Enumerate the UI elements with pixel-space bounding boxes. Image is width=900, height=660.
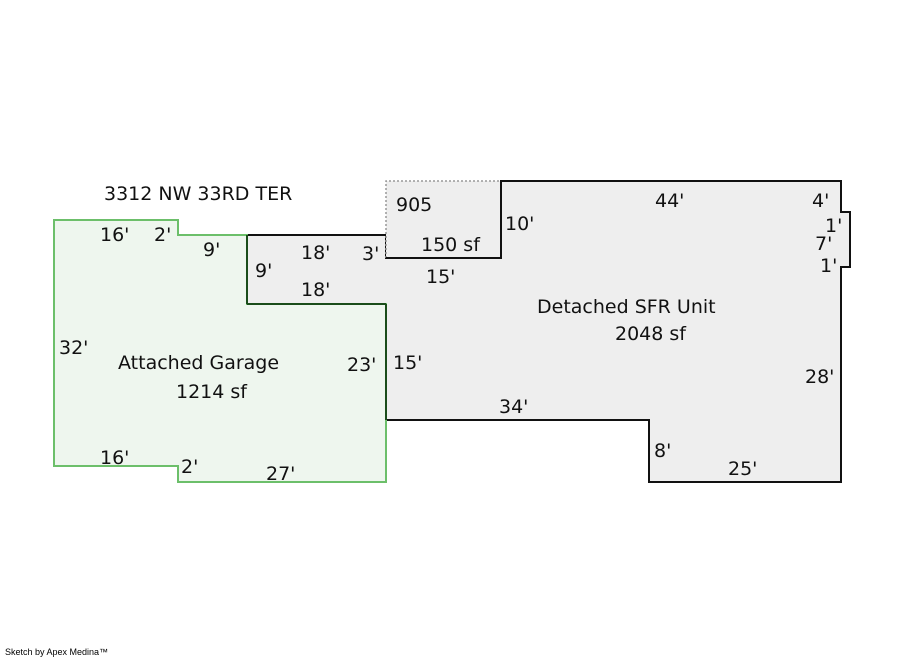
dimension-label: 2' bbox=[181, 456, 198, 478]
sfr-area: 2048 sf bbox=[615, 323, 687, 345]
dimension-label: 23' bbox=[347, 354, 376, 376]
dimension-label: 28' bbox=[805, 366, 834, 388]
footer-credit: Sketch by Apex Medina™ bbox=[5, 647, 109, 657]
sfr-name: Detached SFR Unit bbox=[537, 296, 716, 318]
dimension-label: 8' bbox=[654, 440, 671, 462]
unit-905-area: 150 sf bbox=[421, 234, 481, 256]
garage-area: 1214 sf bbox=[176, 381, 248, 403]
dimension-label: 2' bbox=[154, 224, 171, 246]
dimension-label: 7' bbox=[815, 233, 832, 255]
dimension-label: 32' bbox=[59, 337, 88, 359]
dimension-label: 9' bbox=[203, 239, 220, 261]
dimension-label: 27' bbox=[266, 463, 295, 485]
dimension-label: 9' bbox=[255, 260, 272, 282]
dimension-label: 44' bbox=[655, 190, 684, 212]
dimension-label: 34' bbox=[499, 396, 528, 418]
dimension-label: 18' bbox=[301, 242, 330, 264]
dimension-label: 3' bbox=[362, 243, 379, 265]
unit-905-box bbox=[385, 180, 502, 259]
dimension-label: 25' bbox=[728, 458, 757, 480]
dimension-label: 15' bbox=[393, 352, 422, 374]
dimension-label: 10' bbox=[505, 213, 534, 235]
dimension-label: 18' bbox=[301, 279, 330, 301]
dimension-label: 4' bbox=[812, 190, 829, 212]
dimension-label: 16' bbox=[100, 224, 129, 246]
dimension-label: 16' bbox=[100, 447, 129, 469]
dimension-label: 15' bbox=[426, 266, 455, 288]
dimension-label: 1' bbox=[820, 255, 837, 277]
address-label: 3312 NW 33RD TER bbox=[104, 183, 292, 205]
garage-name: Attached Garage bbox=[118, 352, 279, 374]
dimension-label: 1' bbox=[825, 215, 842, 237]
unit-905-name: 905 bbox=[396, 194, 432, 216]
